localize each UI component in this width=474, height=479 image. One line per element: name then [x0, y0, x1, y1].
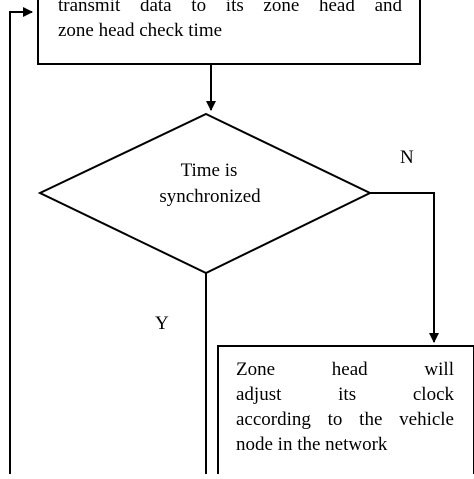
top-process-box	[37, 0, 421, 65]
no-branch-line	[370, 192, 439, 343]
adjust-process-box	[217, 345, 474, 479]
top-box-line-1: transmit data to its zone head and	[58, 0, 402, 16]
no-label: N	[400, 147, 414, 168]
adjust-box-text: Zone head will adjust its clock accordin…	[236, 358, 454, 458]
adjust-box-line-4: node in the network	[236, 434, 388, 455]
adjust-box-line-2: adjust its clock	[236, 384, 454, 405]
top-box-text: transmit data to its zone head and zone …	[58, 0, 402, 44]
adjust-box-line-3: according to the vehicle	[236, 409, 454, 430]
yes-label: Y	[155, 313, 169, 334]
feedback-loop-line	[9, 7, 33, 474]
top-box-line-2: zone head check time	[58, 20, 223, 41]
decision-line-1: Time is	[180, 160, 238, 181]
adjust-box-line-1: Zone head will	[236, 359, 454, 380]
decision-line-2: synchronized	[159, 186, 261, 207]
